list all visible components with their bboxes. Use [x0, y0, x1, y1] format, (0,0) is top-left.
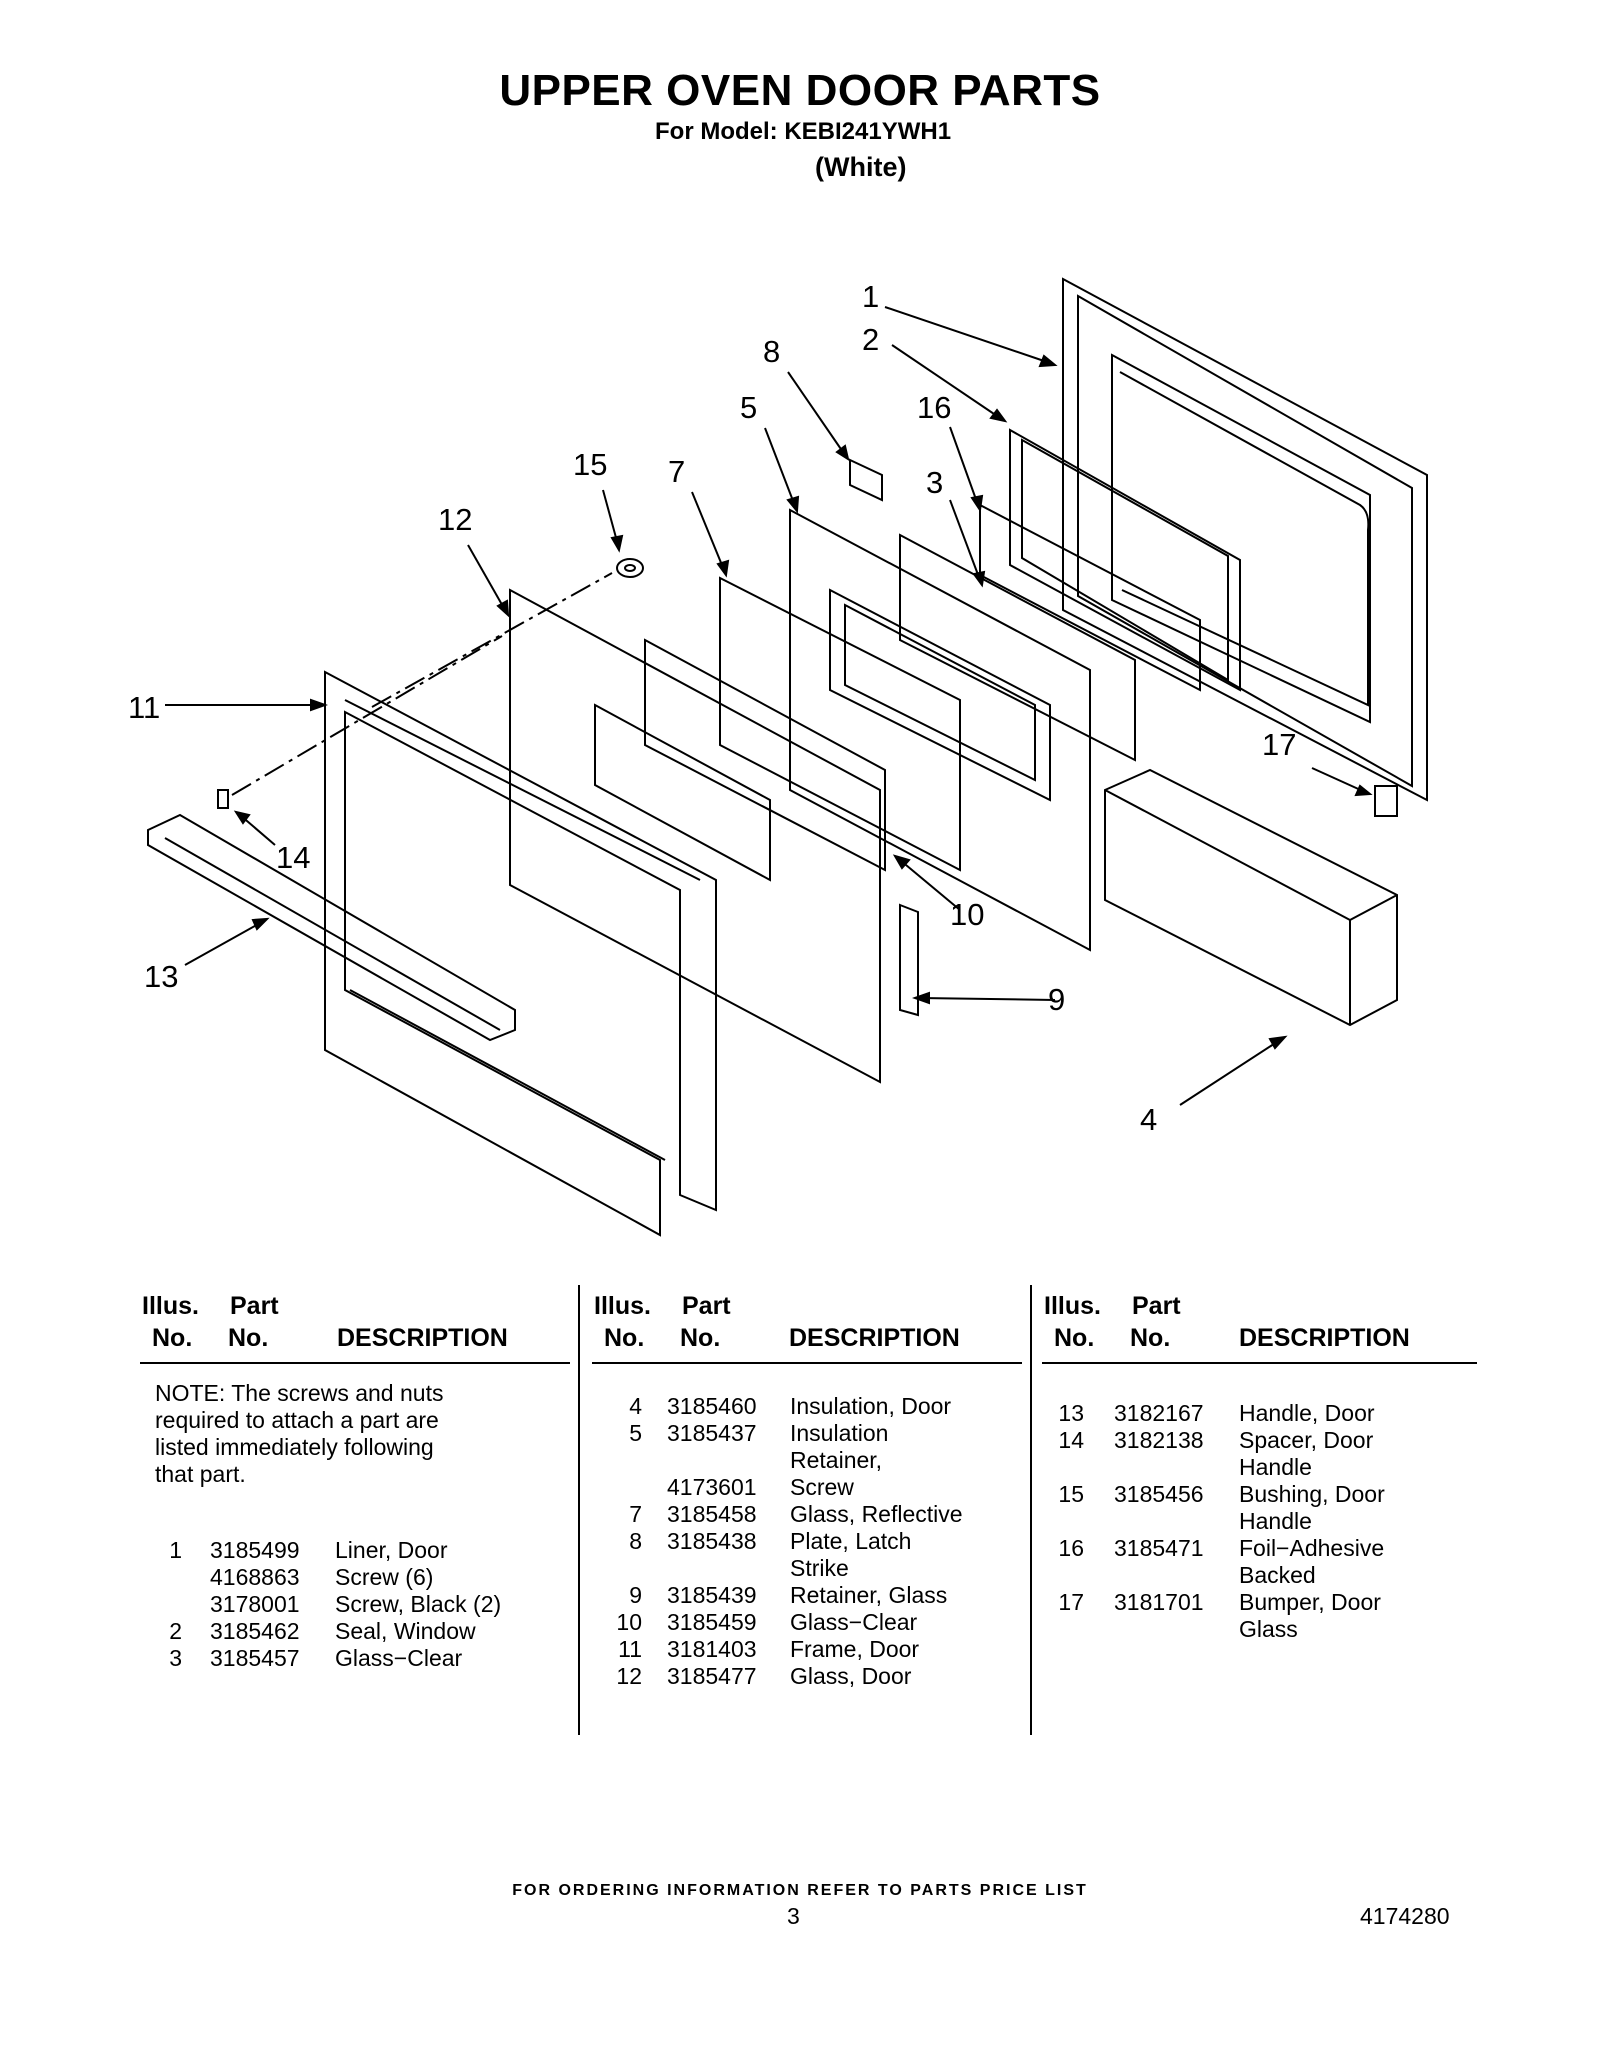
callout-11: 11 [128, 690, 160, 725]
illus-header-top: Illus. [1044, 1292, 1101, 1320]
part-glass-retainer [899, 903, 919, 1017]
part-foil [979, 503, 1201, 692]
column-header: Illus. Part No. No. DESCRIPTION [1042, 1292, 1477, 1364]
part-liner-door [1062, 277, 1428, 802]
callout-15: 15 [573, 447, 607, 482]
callout-1: 1 [862, 279, 879, 314]
note-text: NOTE: The screws and nuts required to at… [155, 1380, 444, 1487]
part-spacer [217, 789, 229, 809]
part-handle-door [147, 813, 516, 1042]
part-glass-clear-10 [644, 638, 886, 872]
illus-header-top: Illus. [142, 1292, 199, 1320]
column-divider [578, 1285, 580, 1735]
callout-14: 14 [276, 840, 310, 875]
parts-column-1: Illus. Part No. No. DESCRIPTION [140, 1292, 570, 1364]
part-frame-door [324, 670, 717, 1237]
model-label: For Model: KEBI241YWH1 [655, 118, 952, 145]
callout-8: 8 [763, 334, 780, 369]
column-header: Illus. Part No. No. DESCRIPTION [592, 1292, 1022, 1364]
illus-header-bottom: No. [604, 1324, 645, 1352]
illus-header-bottom: No. [1054, 1324, 1095, 1352]
part-header-bottom: No. [680, 1324, 721, 1352]
page-title: UPPER OVEN DOOR PARTS [499, 66, 1101, 115]
color-label: (White) [815, 152, 907, 182]
part-header-bottom: No. [1130, 1324, 1171, 1352]
exploded-parts-diagram: 1 2 3 4 5 7 8 9 10 11 12 13 14 15 16 17 [128, 277, 1428, 1237]
callout-4: 4 [1140, 1102, 1157, 1137]
part-header-top: Part [1132, 1292, 1181, 1320]
illus-header-bottom: No. [152, 1324, 193, 1352]
callout-5: 5 [740, 390, 757, 425]
description-header: DESCRIPTION [1239, 1324, 1410, 1352]
description-header: DESCRIPTION [789, 1324, 960, 1352]
part-glass-door [509, 588, 881, 1084]
callout-17: 17 [1262, 727, 1296, 762]
part-header-bottom: No. [228, 1324, 269, 1352]
callout-13: 13 [144, 959, 178, 994]
page-number: 3 [787, 1903, 800, 1929]
part-header-top: Part [682, 1292, 731, 1320]
part-insulation-retainer [789, 508, 1091, 952]
callout-3: 3 [926, 465, 943, 500]
callout-9: 9 [1048, 982, 1065, 1017]
part-latch-plate [849, 458, 883, 502]
document-number: 4174280 [1360, 1903, 1450, 1929]
parts-column-2: Illus. Part No. No. DESCRIPTION [592, 1292, 1022, 1364]
description-header: DESCRIPTION [337, 1324, 508, 1352]
part-insulation-door [1104, 768, 1398, 1027]
part-glass-clear-3 [899, 533, 1136, 762]
callout-12: 12 [438, 502, 472, 537]
parts-column-3: Illus. Part No. No. DESCRIPTION [1042, 1292, 1477, 1364]
part-header-top: Part [230, 1292, 279, 1320]
callout-16: 16 [917, 390, 951, 425]
callout-10: 10 [950, 897, 984, 932]
column-divider [1030, 1285, 1032, 1735]
part-bumper [1374, 785, 1398, 817]
illus-header-top: Illus. [594, 1292, 651, 1320]
callout-2: 2 [862, 322, 879, 357]
callout-7: 7 [668, 454, 685, 489]
part-glass-reflective [719, 576, 961, 872]
part-bushing [616, 558, 644, 578]
ordering-footer: FOR ORDERING INFORMATION REFER TO PARTS … [512, 1882, 1088, 1899]
column-header: Illus. Part No. No. DESCRIPTION [140, 1292, 570, 1364]
